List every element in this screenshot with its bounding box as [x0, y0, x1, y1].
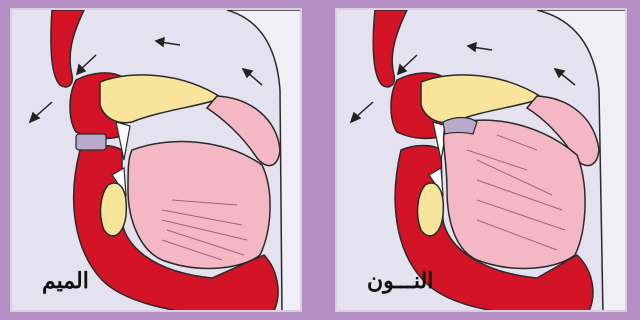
arrow-icon: [156, 38, 180, 46]
lip-closure-contact: [76, 134, 106, 150]
nose: [373, 10, 407, 87]
mouth-cross-section-meem: [12, 10, 302, 312]
mandible-bone: [418, 183, 444, 236]
arrow-icon: [77, 55, 96, 74]
mouth-cross-section-noon: [337, 10, 627, 312]
tongue-tip-contact: [443, 118, 477, 135]
nose: [51, 10, 84, 87]
caption-noon: النـــون: [367, 268, 433, 294]
diagram-panel-noon: النـــون: [335, 8, 627, 312]
hard-palate: [100, 75, 222, 123]
hard-palate: [421, 75, 543, 123]
mandible-bone: [101, 183, 127, 236]
tongue: [128, 142, 270, 269]
arrow-icon: [398, 55, 417, 74]
arrow-icon: [468, 43, 492, 51]
arrow-icon: [351, 102, 373, 122]
arrow-icon: [555, 69, 575, 85]
caption-meem: الميم: [42, 268, 89, 294]
arrow-icon: [30, 102, 52, 122]
diagram-panel-meem: الميم: [10, 8, 302, 312]
arrow-icon: [243, 69, 262, 85]
